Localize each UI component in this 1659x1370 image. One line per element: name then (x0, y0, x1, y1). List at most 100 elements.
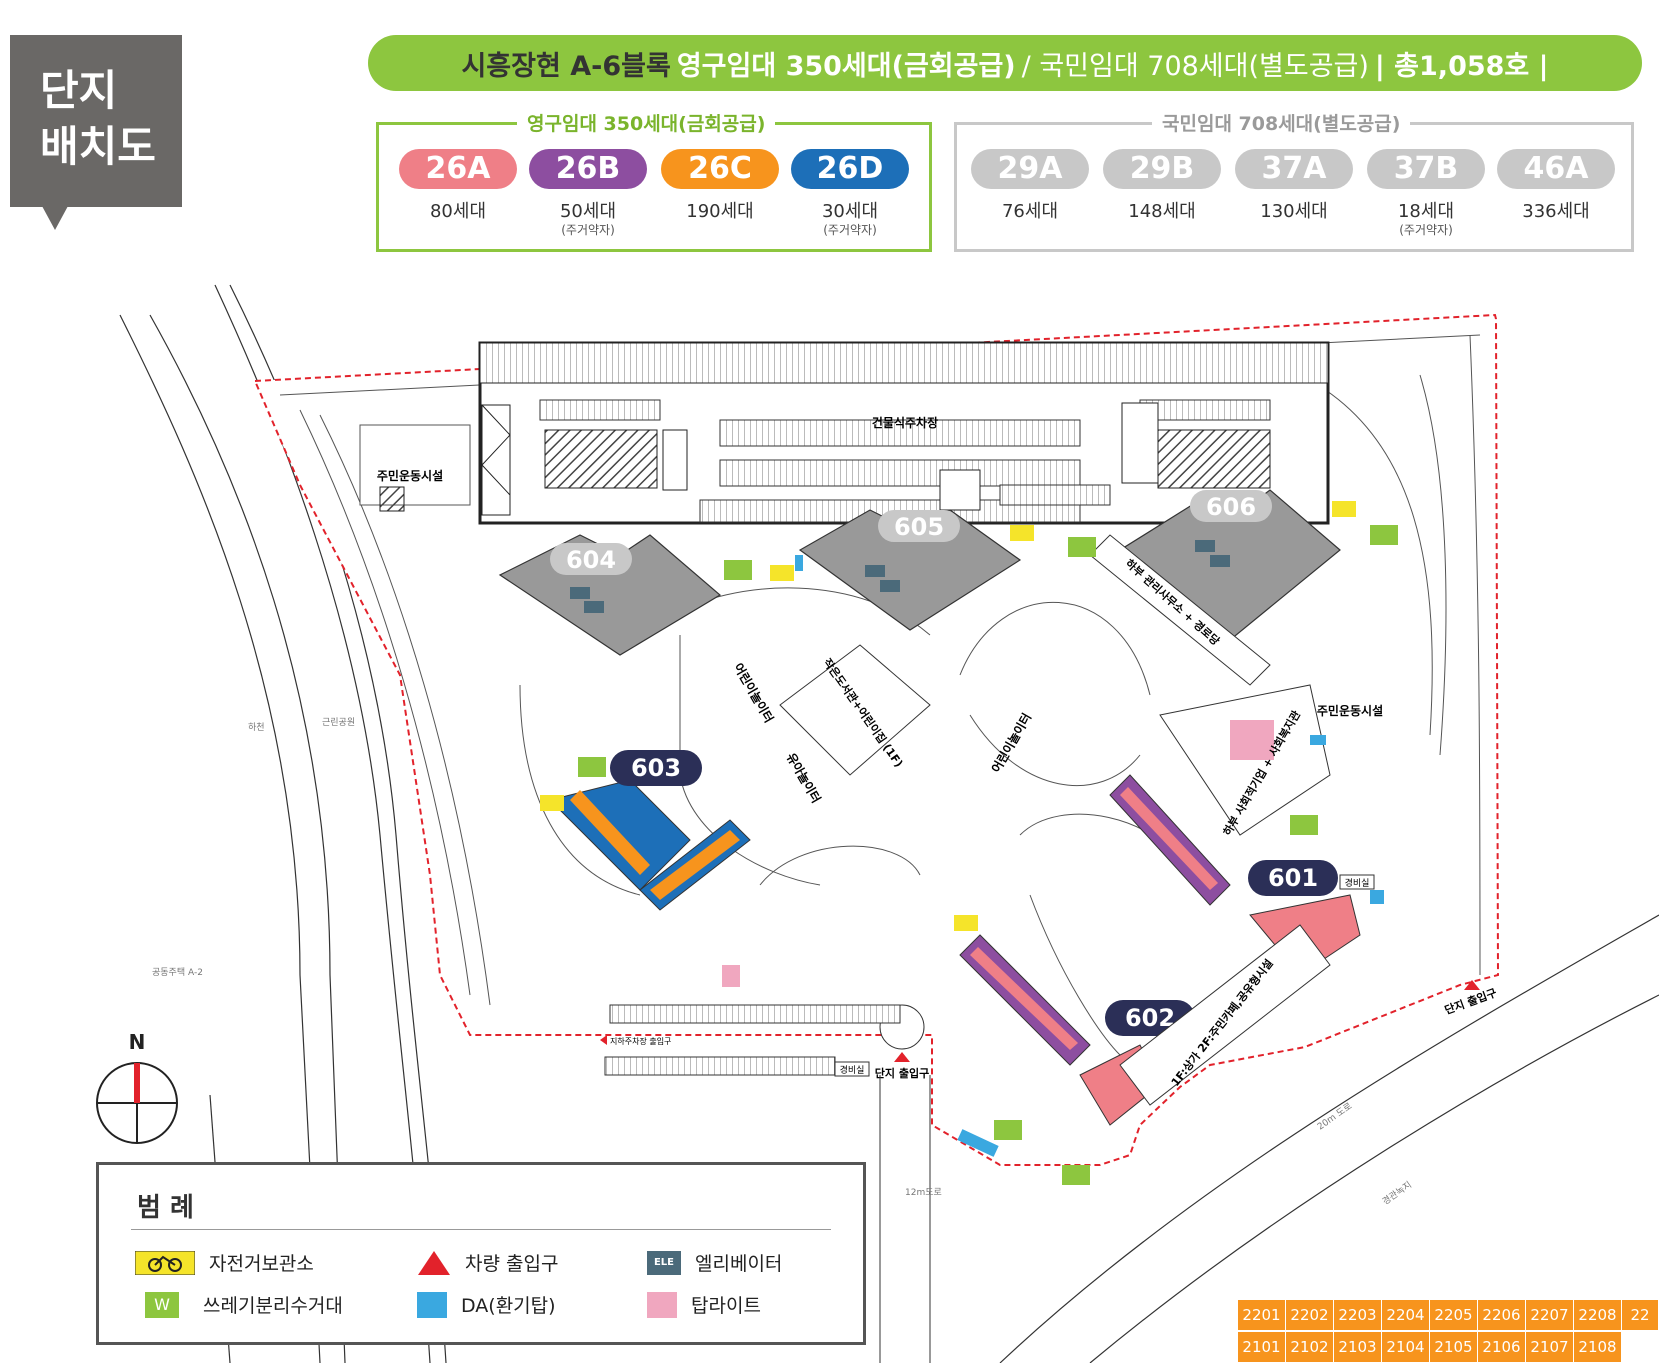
unit-cell: 2203 (1334, 1300, 1382, 1330)
da-icon (1370, 890, 1384, 904)
waste-icon (578, 757, 606, 777)
building-label-606: 606 (1206, 493, 1256, 521)
title-pointer-icon (42, 206, 68, 230)
toplight-icon (647, 1291, 677, 1318)
unit-count-26b: 50세대 (559, 201, 617, 222)
waste-icon (994, 1120, 1022, 1140)
building-601: 601 (1109, 774, 1361, 976)
legend-label-elevator: 엘리베이터 (695, 1253, 783, 1275)
unit-pill-37a: 37A (1235, 149, 1353, 189)
legend-item-toplight: 탑라이트 (647, 1291, 761, 1318)
da-icon (1310, 735, 1326, 745)
unit-count-26d: 30세대 (821, 201, 879, 222)
building-606: 606 (1118, 489, 1341, 641)
unit-cell: 2206 (1478, 1300, 1526, 1330)
unit-cell: 2103 (1334, 1332, 1382, 1362)
unit-cell: 2104 (1382, 1332, 1430, 1362)
unit-pill-29a: 29A (971, 149, 1089, 189)
bicycle-icon (540, 795, 564, 811)
library-building: 작은도서관+어린이집 (1F) (779, 644, 931, 776)
building-603: 603 (549, 750, 751, 911)
legend-label-toplight: 탑라이트 (691, 1295, 761, 1317)
bicycle-icon (1010, 525, 1034, 541)
bicycle-icon (770, 565, 794, 581)
page-title: 단지 배치도 (10, 35, 182, 207)
unit-number-table: 2201 2202 2203 2204 2205 2206 2207 2208 … (1238, 1300, 1659, 1370)
unit-pill-26b: 26B (529, 149, 647, 189)
legend-label-da: DA(환기탑) (461, 1295, 556, 1317)
legend-title: 범 례 (137, 1193, 194, 1223)
unit-cell: 22 (1622, 1300, 1659, 1330)
header-project: 시흥장현 A-6블록 (461, 50, 671, 82)
unit-cell: 2105 (1430, 1332, 1478, 1362)
guard-label-2: 경비실 (1345, 877, 1370, 889)
building-label-603: 603 (631, 754, 681, 782)
da-icon (795, 555, 803, 571)
title-line1: 단지 (40, 66, 118, 115)
building-label-605: 605 (894, 513, 944, 541)
unit-count-37b: 18세대 (1397, 201, 1455, 222)
permanent-rental-box: 영구임대 350세대(금회공급) 26A 80세대 26B 50세대 (주거약자… (376, 109, 932, 252)
bicycle-icon (1332, 501, 1356, 517)
elevator-icon: ELE (647, 1250, 681, 1275)
unit-cell: 2106 (1478, 1332, 1526, 1362)
waste-points (578, 525, 1398, 1185)
title-line2: 배치도 (40, 122, 156, 171)
legend-item-waste: W 쓰레기분리수거대 (135, 1291, 343, 1318)
da-points (795, 555, 1384, 1157)
fitness-label-2: 주민운동시설 (1317, 703, 1383, 718)
compass: N (92, 1030, 182, 1150)
waste-icon (1370, 525, 1398, 545)
parking-label: 건물식주차장 (872, 415, 938, 430)
park-label: 근린공원 (322, 717, 355, 728)
green-label: 경관녹지 (1380, 1179, 1414, 1208)
site-map: 건물식주차장 주민운동시설 604 605 606 603 (119, 284, 1659, 1363)
unit-count-26c: 190세대 (686, 201, 754, 222)
building-label-604: 604 (566, 546, 616, 574)
entrance-label-1: 단지 출입구 (875, 1066, 929, 1080)
unit-pill-37b: 37B (1367, 149, 1485, 189)
unit-count-37a: 130세대 (1260, 201, 1328, 222)
da-icon (417, 1291, 447, 1318)
underground-label: 지하주차장 출입구 (610, 1036, 671, 1046)
building-label-602: 602 (1125, 1004, 1175, 1032)
header-bar: 시흥장현 A-6블록 영구임대 350세대(금회공급) / 국민임대 708세대… (368, 35, 1642, 91)
unit-cell: 2101 (1238, 1332, 1286, 1362)
waste-icon (1068, 537, 1096, 557)
waste-icon: W (145, 1291, 179, 1318)
legend: 범 례 자전거보관소 차량 출입구 ELE 엘리베이터 W 쓰레기분리수거대 D… (96, 1162, 866, 1345)
unit-pill-29b: 29B (1103, 149, 1221, 189)
waste-icon (1290, 815, 1318, 835)
guard-label-1: 경비실 (840, 1064, 865, 1076)
bicycle-points (540, 501, 1356, 931)
building-label-601: 601 (1268, 864, 1318, 892)
compass-label: N (128, 1030, 146, 1054)
unit-cell: 2202 (1286, 1300, 1334, 1330)
header-national: / 국민임대 708세대(별도공급) (1021, 50, 1369, 82)
legend-label-vehicle-entrance: 차량 출입구 (465, 1253, 559, 1275)
building-605: 605 (798, 509, 1022, 631)
fitness-area-1: 주민운동시설 (359, 424, 471, 512)
unit-pill-26d: 26D (791, 149, 909, 189)
road12-label: 12m도로 (905, 1188, 942, 1198)
permanent-rental-title: 영구임대 350세대(금회공급) (517, 109, 776, 136)
unit-cell: 2102 (1286, 1332, 1334, 1362)
unit-count-29a: 76세대 (1001, 201, 1059, 222)
legend-divider (131, 1229, 831, 1230)
unit-cell: 2204 (1382, 1300, 1430, 1330)
legend-item-vehicle-entrance: 차량 출입구 (417, 1249, 558, 1276)
building-604: 604 (498, 534, 722, 656)
unit-cell: 2108 (1574, 1332, 1622, 1362)
unit-count-29b: 148세대 (1128, 201, 1196, 222)
parking-structure: 건물식주차장 (478, 341, 1330, 525)
housing-label: 공동주택 A-2 (152, 967, 203, 978)
unit-pill-46a: 46A (1497, 149, 1615, 189)
unit-pill-26a: 26A (399, 149, 517, 189)
river-label: 하천 (248, 722, 265, 733)
compass-icon (96, 1062, 178, 1144)
unit-cell: 2207 (1526, 1300, 1574, 1330)
header-total: | 총1,058호 | (1374, 50, 1549, 82)
unit-count-26a: 80세대 (429, 201, 487, 222)
national-rental-box: 국민임대 708세대(별도공급) 29A 76세대 29B 148세대 37A … (954, 109, 1634, 252)
legend-label-bicycle: 자전거보관소 (209, 1253, 314, 1275)
